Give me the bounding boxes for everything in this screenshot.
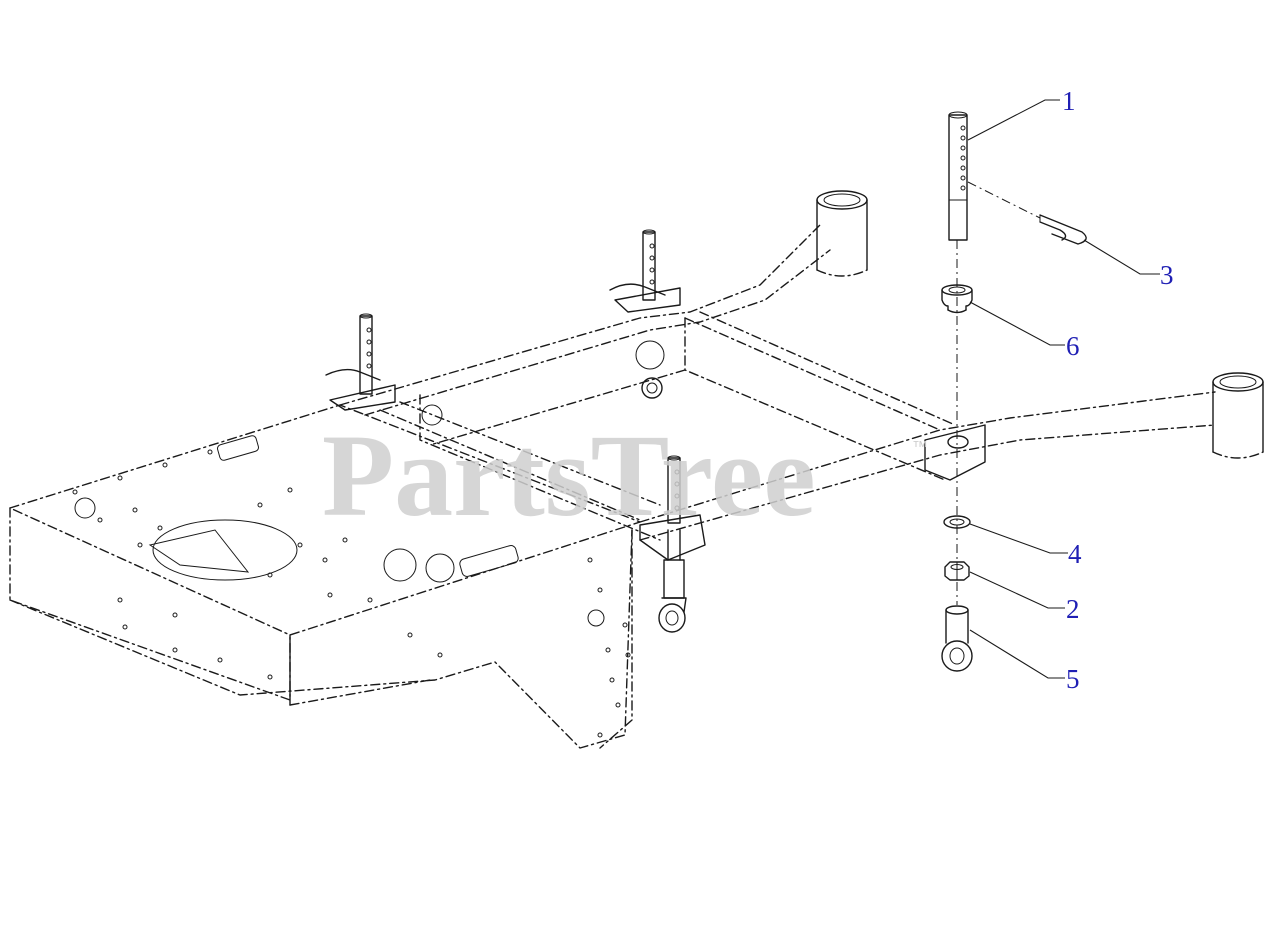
- part-2-hex-nut: [944, 561, 970, 581]
- watermark-text: PartsTree: [322, 410, 816, 541]
- callout-5: 5: [1066, 664, 1080, 694]
- callout-3: 3: [1160, 260, 1174, 290]
- part-6-bushing: [941, 284, 973, 314]
- watermark-trademark: ™: [912, 439, 928, 456]
- callout-6: 6: [1066, 331, 1080, 361]
- chassis-frame: [9, 190, 1264, 749]
- installed-pins: [325, 229, 687, 633]
- installed-pin-left-rear: [609, 229, 666, 301]
- callout-2: 2: [1066, 594, 1080, 624]
- callout-4: 4: [1068, 539, 1082, 569]
- exploded-parts: [941, 111, 1087, 672]
- part-4-lock-washer: [943, 515, 971, 529]
- partstree-watermark: PartsTree ™: [322, 410, 928, 541]
- callout-1: 1: [1062, 86, 1076, 116]
- rivet-holes: [72, 449, 631, 738]
- installed-pin-right-front: [658, 455, 687, 633]
- part-1-adjustment-pin: [948, 111, 968, 241]
- part-5-rod-end: [941, 605, 973, 672]
- callout-labels: 1 2 3 4 5 6: [1062, 86, 1174, 694]
- installed-pin-left-front: [325, 313, 381, 395]
- callout-leaders: [967, 99, 1160, 679]
- part-3-hairpin-clip: [1039, 214, 1087, 245]
